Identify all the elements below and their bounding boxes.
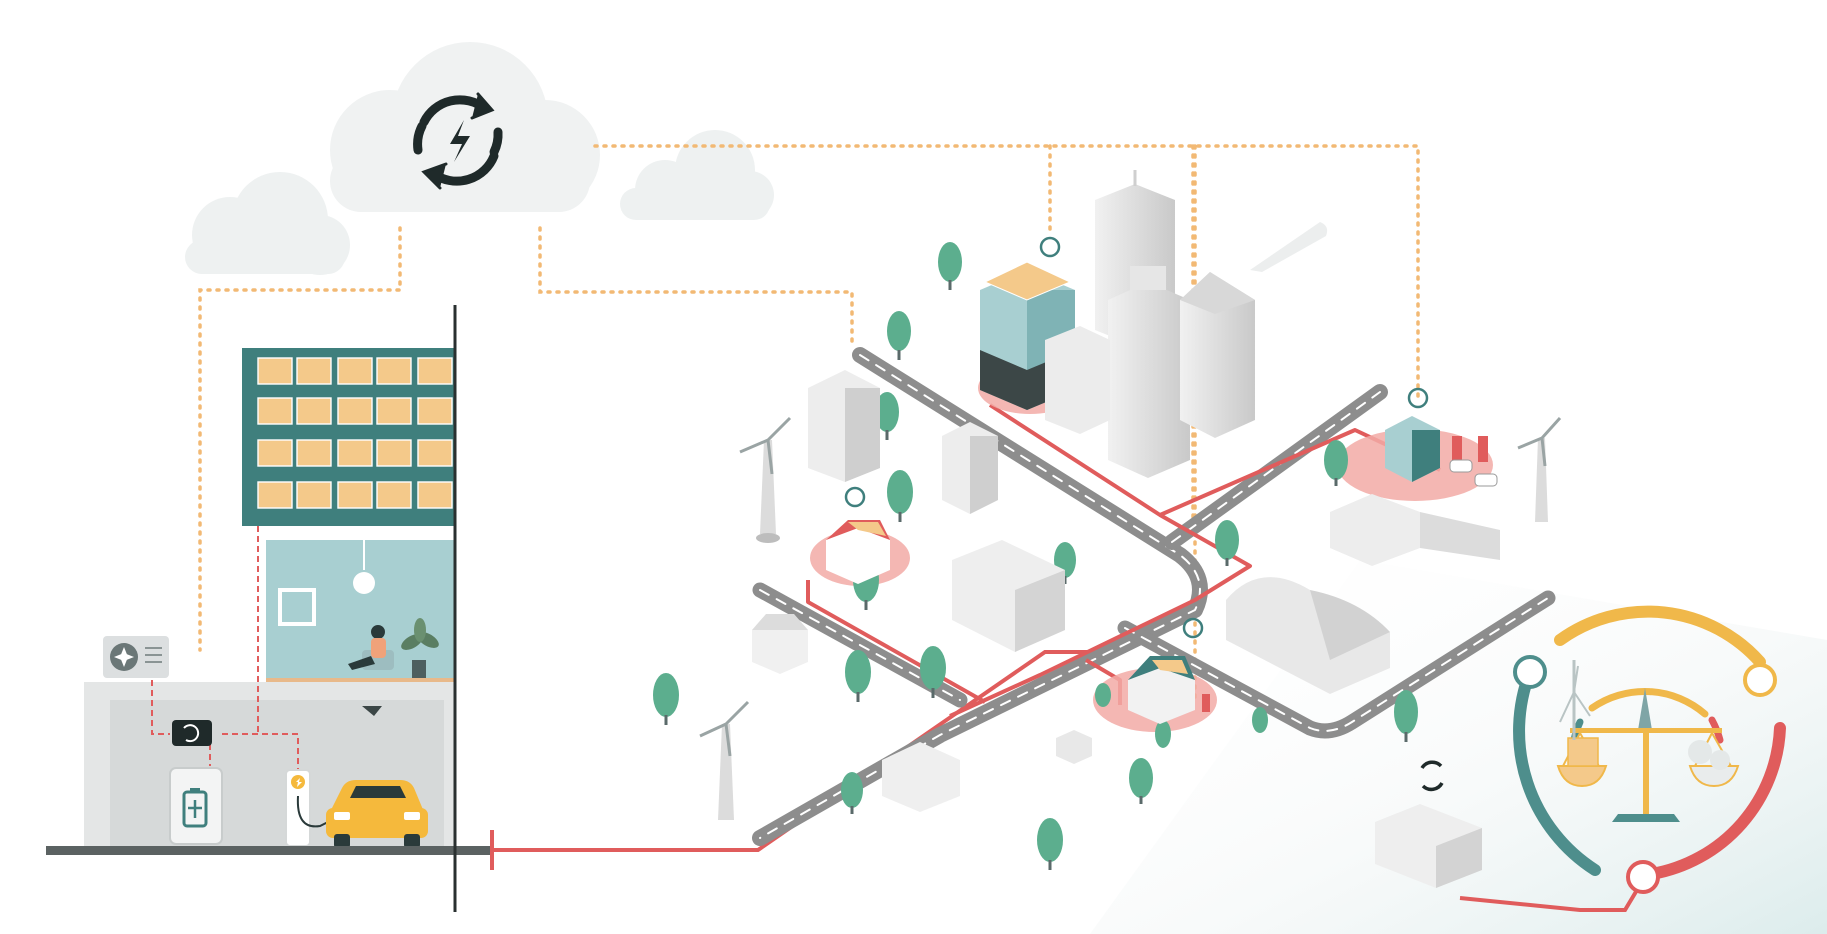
- skyscraper-pyramid: [1180, 272, 1255, 438]
- solar-panel-icon: [257, 357, 453, 509]
- ev-charger-icon: [285, 769, 337, 847]
- garage-lamp: [362, 706, 382, 716]
- trees: [653, 242, 1418, 870]
- energy-manager-icon: [172, 720, 212, 746]
- cloud-small-right: [620, 130, 774, 220]
- home-wiring: [151, 526, 299, 770]
- charging-hub: [1385, 416, 1498, 487]
- low-building-center: [952, 540, 1065, 652]
- wind-turbines: [699, 416, 1562, 820]
- skyscraper-center: [1108, 266, 1190, 478]
- substation: [1375, 804, 1482, 888]
- small-houses-bottom: [882, 730, 1092, 812]
- small-house-white: [752, 614, 808, 674]
- wind-turbine: [699, 700, 750, 820]
- wind-turbine: [739, 416, 792, 543]
- suburb-house: [1128, 656, 1210, 724]
- office-block-left: [808, 370, 880, 482]
- heat-pump-icon: [103, 636, 169, 678]
- cloud-tiny: [1250, 222, 1328, 272]
- ground-gradient: [1090, 560, 1827, 934]
- substation-cycle-icon: [1420, 760, 1444, 792]
- car-icon: [326, 780, 428, 848]
- office-block-mid: [942, 422, 998, 514]
- battery-icon: [169, 767, 223, 845]
- road-network: [752, 347, 1556, 846]
- energy-badge-icon: [844, 236, 1429, 639]
- energy-cycle-icon: [413, 92, 503, 190]
- cloud-small-left: [185, 172, 350, 275]
- wall-frame: [278, 588, 316, 626]
- cloud-main: [330, 42, 600, 212]
- home-building: [46, 305, 490, 912]
- home-node-house: [826, 520, 890, 584]
- plant-icon: [401, 618, 439, 678]
- city-buildings: [752, 170, 1500, 888]
- pendant-lamp: [353, 572, 375, 594]
- industrial-block: [1330, 494, 1500, 566]
- warehouse-hangar: [1226, 577, 1390, 694]
- person-reading: [348, 625, 394, 670]
- ground-line: [46, 846, 490, 855]
- balance-gauge: [1513, 605, 1786, 894]
- wind-turbine: [1517, 416, 1562, 522]
- balance-scale-icon: [1556, 660, 1740, 822]
- office-block-right: [1045, 326, 1110, 434]
